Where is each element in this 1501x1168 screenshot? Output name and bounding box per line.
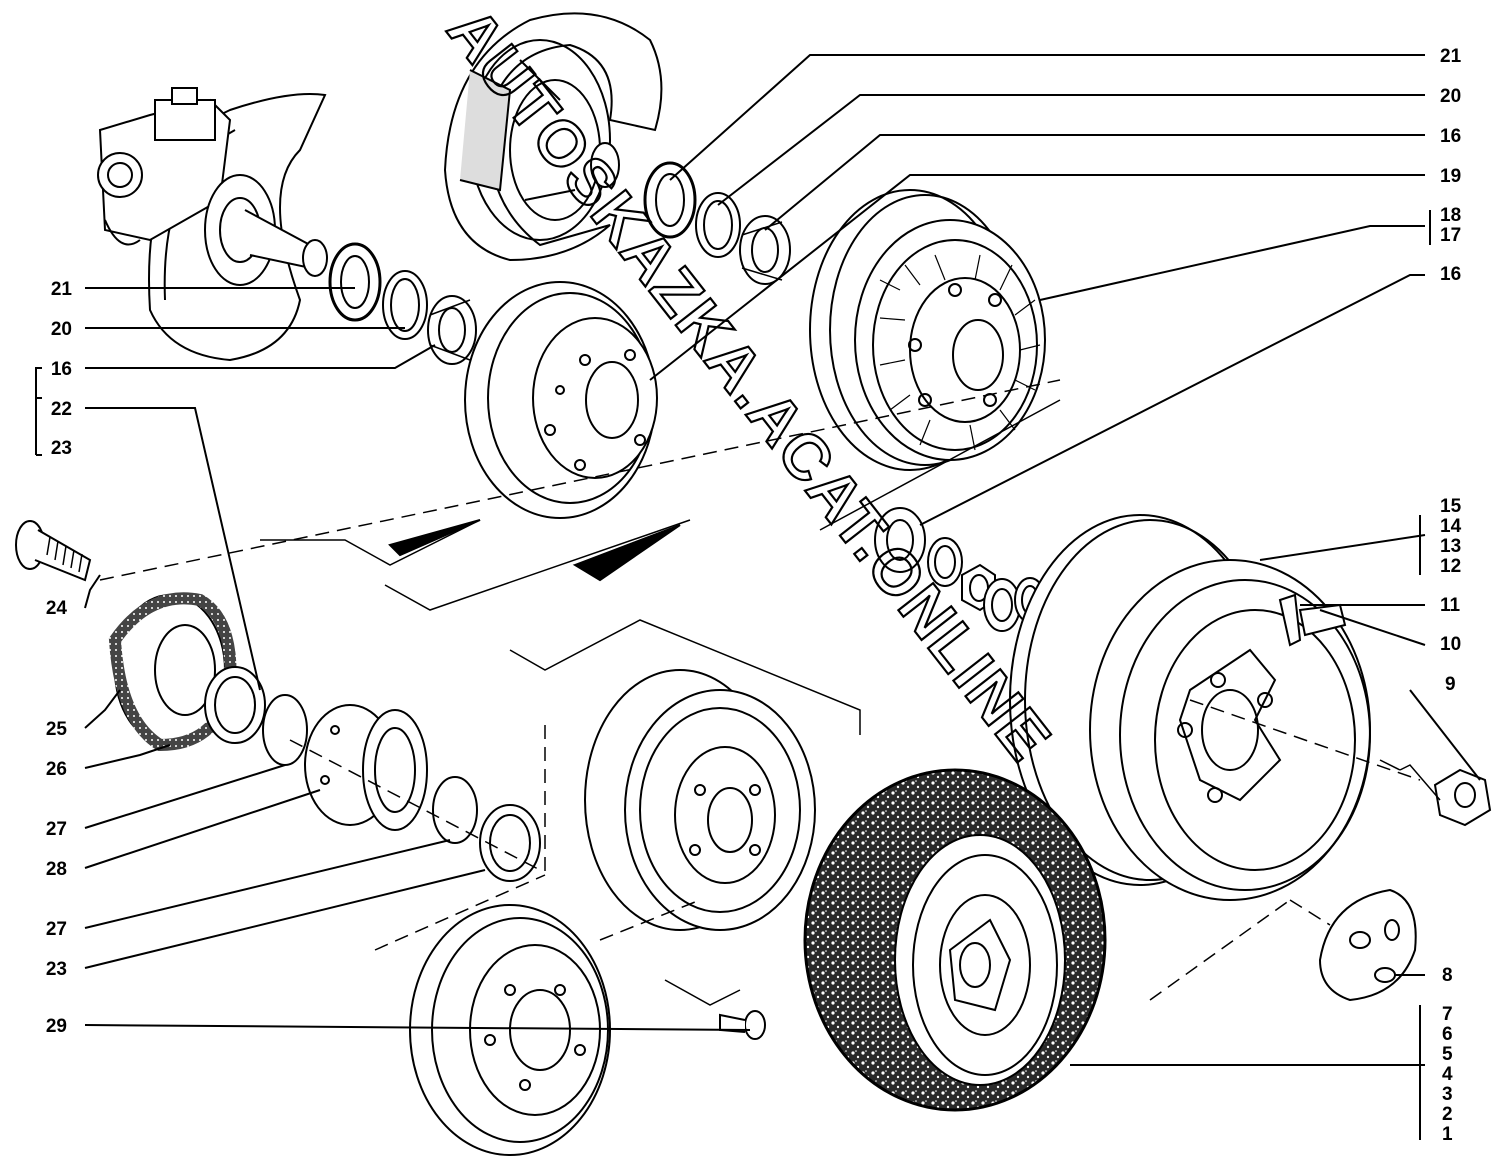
tire-wheel-assembly	[803, 768, 1107, 1112]
callout-label-16-left: 16	[51, 359, 72, 380]
callout-label-21-left: 21	[51, 279, 73, 300]
callout-label-5: 5	[1442, 1044, 1453, 1065]
bearing-16-left	[427, 295, 477, 365]
steering-knuckle-assembly	[97, 87, 328, 362]
seal-21-left	[328, 242, 382, 322]
callout-label-17: 17	[1440, 225, 1461, 246]
callout-label-15: 15	[1440, 496, 1462, 517]
callout-label-28: 28	[46, 859, 67, 880]
callout-label-10: 10	[1440, 634, 1461, 655]
callout-leader-lines	[84, 54, 1481, 1066]
assembly-dash-lines	[99, 379, 1421, 1001]
callout-label-4: 4	[1442, 1064, 1453, 1085]
callout-label-20-right: 20	[1440, 86, 1461, 107]
callout-label-1: 1	[1442, 1124, 1453, 1145]
callout-label-6: 6	[1442, 1024, 1453, 1045]
screw-29	[719, 1010, 766, 1040]
wheel-nut-9	[1433, 768, 1492, 827]
callout-label-13: 13	[1440, 536, 1461, 557]
callout-label-26: 26	[46, 759, 67, 780]
callout-label-27-lower: 27	[46, 919, 67, 940]
callout-label-16-right-lower: 16	[1440, 264, 1461, 285]
callout-label-3: 3	[1442, 1084, 1453, 1105]
seal-21-right	[643, 161, 697, 239]
callout-label-8: 8	[1442, 965, 1453, 986]
callout-label-9: 9	[1445, 674, 1456, 695]
callout-label-23-lower: 23	[46, 959, 67, 980]
callout-label-25: 25	[46, 719, 68, 740]
callout-label-14: 14	[1440, 516, 1462, 537]
brake-disc-lower	[409, 904, 611, 1156]
callout-label-18: 18	[1440, 205, 1461, 226]
brake-backing-plate	[443, 12, 663, 262]
callout-label-22: 22	[51, 399, 72, 420]
assembly-solid-lines	[260, 399, 1441, 1006]
callout-label-19: 19	[1440, 166, 1461, 187]
callout-label-11: 11	[1440, 595, 1461, 616]
brake-disc-center	[464, 281, 658, 519]
brake-drum-lower	[584, 669, 816, 931]
ring-20-left	[382, 270, 428, 340]
callout-label-24: 24	[46, 598, 68, 619]
assembly-pointer-arrows	[388, 519, 681, 582]
callout-label-16-right-upper: 16	[1440, 126, 1461, 147]
hub-cap-8	[1318, 888, 1417, 1002]
wheel-rim	[1009, 514, 1371, 901]
washer-15	[927, 537, 963, 587]
bearing-race-22	[204, 666, 266, 744]
bearing-16-right	[739, 215, 791, 285]
bearing-16-outer	[874, 507, 926, 573]
snap-ring-27-upper	[262, 694, 308, 766]
callout-label-20-left: 20	[51, 319, 72, 340]
callout-brackets	[35, 210, 1431, 1140]
brake-drum-upper	[809, 189, 1046, 471]
callout-label-21-right: 21	[1440, 46, 1462, 67]
wheel-stud-24	[15, 520, 92, 582]
callout-label-23-upper: 23	[51, 438, 72, 459]
callout-label-2: 2	[1442, 1104, 1453, 1125]
snap-ring-27-lower	[432, 776, 478, 844]
hub-28	[304, 704, 428, 831]
callout-label-7: 7	[1442, 1004, 1453, 1025]
ring-20-right	[695, 192, 741, 258]
callout-label-29: 29	[46, 1016, 67, 1037]
callout-label-12: 12	[1440, 556, 1461, 577]
callout-label-27-upper: 27	[46, 819, 67, 840]
